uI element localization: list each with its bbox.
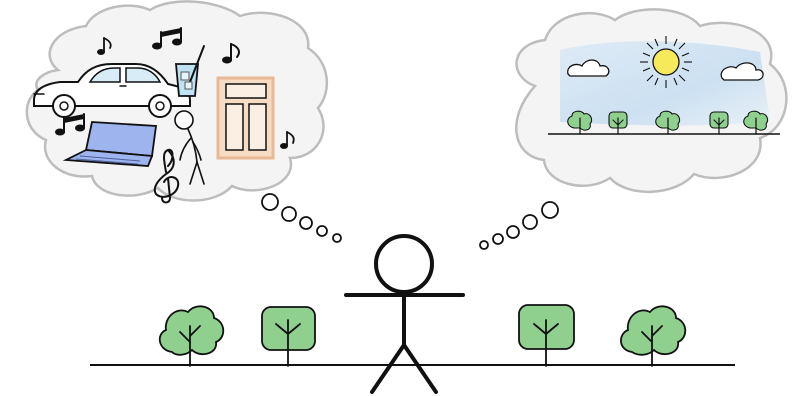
left-thought-cloud <box>27 1 327 202</box>
right-thought-cloud <box>516 9 786 191</box>
stick-figure-icon <box>346 236 463 392</box>
tree-icon <box>519 305 574 366</box>
sun-icon <box>640 36 692 88</box>
tree-icon <box>160 306 224 366</box>
door-icon <box>218 78 273 158</box>
tree-icon <box>621 306 685 366</box>
left-thought-bubbles <box>262 194 341 242</box>
stick-figure-head <box>376 236 432 292</box>
tree-icon <box>262 307 315 366</box>
right-thought-bubbles <box>480 202 558 249</box>
